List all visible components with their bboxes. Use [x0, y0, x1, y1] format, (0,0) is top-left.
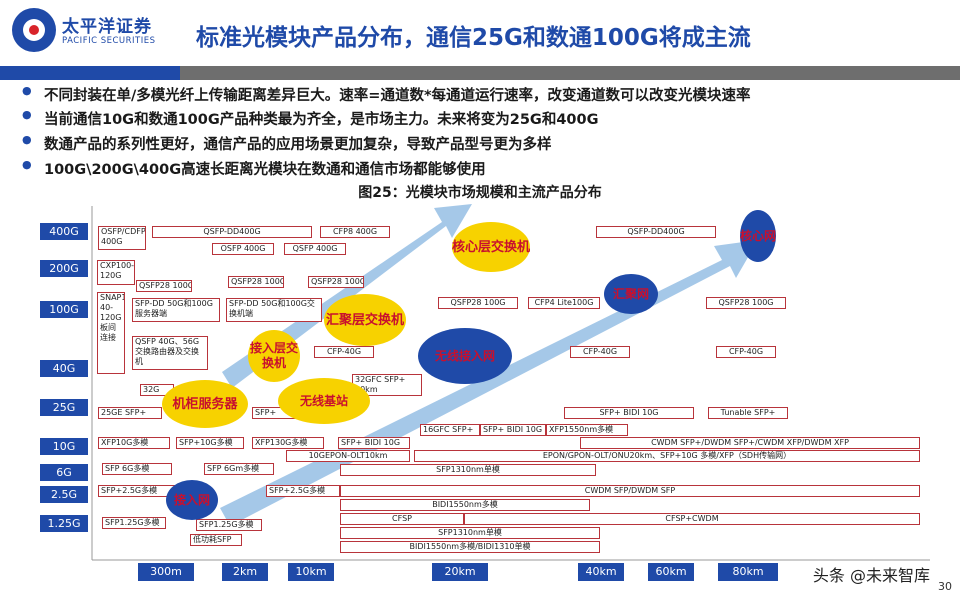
product-bidi1550: BIDI1550nm多模 [340, 499, 590, 511]
product-qsfp28-b: QSFP28 100G [228, 276, 284, 288]
logo-icon [12, 8, 56, 52]
product-cfp8: CFP8 400G [320, 226, 390, 238]
product-cfsp-cwdm: CFSP+CWDM [464, 513, 920, 525]
bullet-4: 100G\200G\400G高速长距离光模块在数通和通信市场都能够使用 [22, 158, 486, 179]
bubble-rack-server: 机柜服务器 [162, 380, 248, 428]
y-label-200g: 200G [40, 260, 88, 277]
y-label-6g: 6G [40, 464, 88, 481]
product-bidi10-c: SFP+ BIDI 10G [480, 424, 546, 436]
product-xfp10: XFP10G多模 [98, 437, 170, 449]
bubble-core-switch: 核心层交换机 [452, 222, 530, 272]
product-snap12: SNAP12 40-120G 板间连接 [97, 292, 125, 374]
product-cxp: CXP100-120G [97, 260, 135, 285]
product-qsfp28-d: QSFP28 100G [438, 297, 518, 309]
product-bidi10-a: SFP+ BIDI 10G [564, 407, 694, 419]
y-label-100g: 100G [40, 301, 88, 318]
product-sfp10: SFP+10G多模 [176, 437, 244, 449]
product-cwdm-xfp: CWDM SFP+/DWDM SFP+/CWDM XFP/DWDM XFP [580, 437, 920, 449]
product-cfp4: CFP4 Lite100G [528, 297, 600, 309]
y-label-40g: 40G [40, 360, 88, 377]
bubble-aggregation-switch: 汇聚层交换机 [324, 294, 406, 346]
page-title: 标准光模块产品分布，通信25G和数通100G将成主流 [196, 25, 751, 51]
product-qsfp-dd400-a: QSFP-DD400G [152, 226, 312, 238]
product-bidi-mix: BIDI1550nm多模/BIDI1310单模 [340, 541, 600, 553]
page-number: 30 [938, 580, 952, 593]
product-cfp40-a: CFP-40G [314, 346, 374, 358]
product-cfsp: CFSP [340, 513, 464, 525]
x-label-10km: 10km [288, 563, 334, 581]
bubble-aggregation-network: 汇聚网 [604, 274, 658, 314]
y-label-400g: 400G [40, 223, 88, 240]
y-label-1-25g: 1.25G [40, 515, 88, 532]
y-label-10g: 10G [40, 438, 88, 455]
logo-text-en: PACIFIC SECURITIES [62, 36, 156, 46]
bullet-3: 数通产品的系列性更好，通信产品的应用场景更加复杂，导致产品型号更为多样 [22, 133, 551, 154]
x-label-40km: 40km [578, 563, 624, 581]
bubble-wireless-access-network: 无线接入网 [418, 328, 512, 384]
product-32gfc: 32GFC SFP+ 10km [352, 374, 422, 396]
bubble-access-network: 接入网 [166, 480, 218, 520]
figure-title: 图25：光模块市场规模和主流产品分布 [358, 185, 602, 201]
product-sfp125-a: SFP1.25G多模 [102, 517, 166, 529]
product-16gfc: 16GFC SFP+ [420, 424, 480, 436]
product-sfpdd-switch: SFP-DD 50G和100G交换机端 [226, 298, 322, 322]
bubble-core-network: 核心网 [740, 210, 776, 262]
bullet-1: 不同封装在单/多模光纤上传输距离差异巨大。速率=通道数*每通道运行速率，改变通道… [22, 84, 751, 105]
product-sfp6-b: SFP 6Gm多模 [204, 463, 274, 475]
product-sfpdd-server: SFP-DD 50G和100G服务器端 [132, 298, 220, 322]
product-low-power: 低功耗SFP [190, 534, 242, 546]
product-qsfp28-e: QSFP28 100G [706, 297, 786, 309]
product-sfp1310-6g: SFP1310nm单模 [340, 464, 596, 476]
product-cfp40-c: CFP-40G [716, 346, 776, 358]
bubble-wireless-base-station: 无线基站 [278, 378, 370, 424]
product-qsfp400: QSFP 400G [284, 243, 346, 255]
x-label-20km: 20km [432, 563, 488, 581]
product-sfp1310-125g: SFP1310nm单模 [340, 527, 600, 539]
bullet-2: 当前通信10G和数通100G产品种类最为齐全，是市场主力。未来将变为25G和40… [22, 108, 598, 129]
product-qsfp28-a: QSFP28 100G [136, 280, 192, 292]
bubble-access-switch: 接入层交换机 [248, 330, 300, 382]
y-label-25g: 25G [40, 399, 88, 416]
product-sfp125-b: SFP1.25G多模 [196, 519, 262, 531]
x-label-60km: 60km [648, 563, 694, 581]
product-epon-gpon: EPON/GPON-OLT/ONU20km、SFP+10G 多模/XFP（SDH… [414, 450, 920, 462]
watermark: 头条 @未来智库 [812, 566, 930, 585]
x-label-300m: 300m [138, 563, 194, 581]
product-osfp-cdfp: OSFP/CDFP 400G [98, 226, 146, 250]
logo-text-cn: 太平洋证券 [62, 17, 152, 37]
product-bidi10-b: SFP+ BIDI 10G [338, 437, 410, 449]
title-divider [0, 66, 960, 80]
product-cfp40-b: CFP-40G [570, 346, 630, 358]
product-10gepon: 10GEPON-OLT10km [286, 450, 410, 462]
product-cwdm-sfp: CWDM SFP/DWDM SFP [340, 485, 920, 497]
product-xfp1550: XFP1550nm多模 [546, 424, 628, 436]
x-label-2km: 2km [222, 563, 268, 581]
product-sfp25-c: SFP+2.5G多模 [266, 485, 340, 497]
product-25ge-sfp: 25GE SFP+ [98, 407, 162, 419]
product-qsfp40: QSFP 40G、56G交换路由器及交换机 [132, 336, 208, 370]
product-tunable: Tunable SFP+ [708, 407, 788, 419]
product-sfp6-a: SFP 6G多模 [102, 463, 172, 475]
product-xfp130: XFP130G多模 [252, 437, 324, 449]
y-label-2-5g: 2.5G [40, 486, 88, 503]
product-qsfp-dd400-b: QSFP-DD400G [596, 226, 716, 238]
product-qsfp28-c: QSFP28 100G [308, 276, 364, 288]
product-osfp400: OSFP 400G [212, 243, 274, 255]
x-label-80km: 80km [718, 563, 778, 581]
